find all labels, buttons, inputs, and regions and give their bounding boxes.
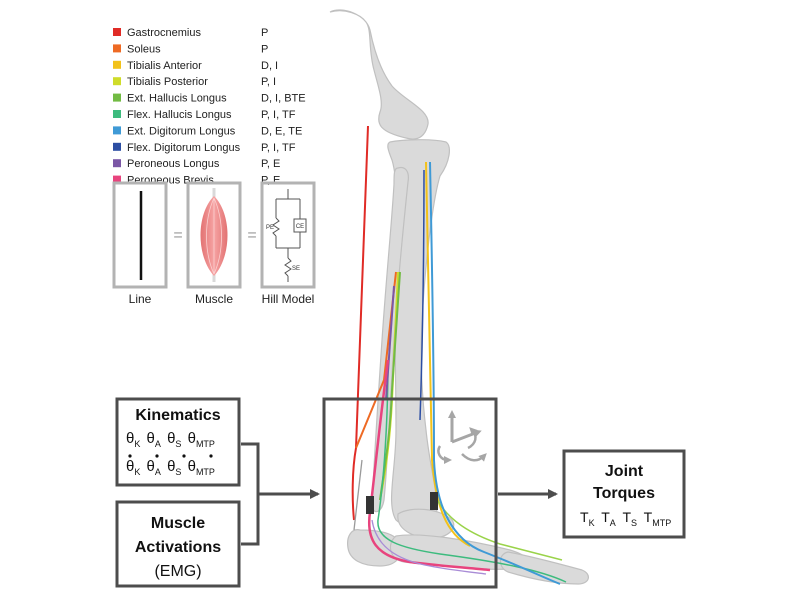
pe-label: PE [266,225,274,231]
legend-swatch [113,126,121,135]
se-label: SE [292,266,300,272]
model-frame [322,397,498,589]
legend-row: Flex. Digitorum Longus P, I, TF [113,142,296,154]
joint-angles: θK θA θS θMTP [126,430,215,451]
ext-hallucis-green-toe [435,497,563,561]
ext-digitorum-longus-line [429,161,561,585]
joint-velocities: θK θA θS θMTP [126,458,215,479]
input-connectors [241,442,320,546]
legend-muscle-name: Peroneous Longus [127,158,220,170]
legend-swatch [113,77,121,86]
flex-digitorum-longus-line [419,169,425,421]
activations-line-1: Muscle [151,515,205,532]
tibialis-anterior-line [425,161,471,547]
activations-line-2: Activations [135,539,221,556]
legend-row: Tibialis Posterior P, I [113,76,276,88]
torque-symbols: TK TA TS TMTP [580,509,671,529]
legend-muscle-roles: P [261,27,268,39]
legend-row: Peroneous Brevis P, E [113,175,280,187]
gastrocnemius-line [351,125,369,521]
muscle-lines [351,125,567,585]
line-panel: Line [112,181,168,306]
legend-muscle-name: Soleus [127,43,161,55]
legend-row: Tibialis Anterior D, I [113,60,278,72]
legend-muscle-name: Flex. Digitorum Longus [127,142,241,154]
muscle-panel: Muscle [186,181,242,306]
activations-line-3: (EMG) [154,563,201,580]
equals-sign-2: = [247,227,256,244]
legend-muscle-roles: D, I [261,60,278,72]
flex-hallucis-longus-line [377,359,567,583]
legend-muscle-roles: P, E [261,175,280,187]
legend-row: Gastrocnemius P [113,27,268,39]
coordinate-axes-icon [437,410,487,464]
ce-label: CE [296,224,304,230]
velocity-dots [128,454,213,458]
kinematics-title: Kinematics [135,407,220,424]
legend-swatch [113,110,121,118]
torques-title-2: Torques [593,485,655,502]
peroneous-brevis-line [367,359,491,572]
line-label: Line [129,292,152,306]
legend-muscle-name: Peroneous Brevis [127,175,214,187]
grey-achilles-line [353,459,363,531]
legend-row: Peroneous Longus P, E [113,158,280,170]
legend-swatch [113,28,121,36]
peroneous-longus-line [385,285,395,401]
femur [329,9,429,140]
legend-muscle-name: Ext. Digitorum Longus [127,125,236,137]
legend-swatch [113,60,121,69]
purple-foot-line [371,519,487,575]
legend-swatch [113,175,121,184]
legend-muscle-roles: P, I, TF [261,142,296,154]
talus [397,508,455,539]
kinematics-box: Kinematics θK θA θS θMTP θK θA θS θMTP [115,397,241,487]
legend-row: Ext. Hallucis Longus D, I, BTE [113,93,306,105]
legend-muscle-name: Ext. Hallucis Longus [127,93,227,105]
muscle-activations-box: Muscle Activations (EMG) [115,500,241,588]
legend-muscle-roles: P, I, TF [261,109,296,121]
legend-muscle-roles: D, I, BTE [261,93,306,105]
legend-muscle-roles: P, I [261,76,276,88]
legend-muscle-roles: D, E, TE [261,125,302,137]
legend-muscle-name: Tibialis Anterior [127,60,202,72]
legend-swatch [113,44,121,53]
ankle-marker-left [366,496,374,514]
legend-muscle-name: Flex. Hallucis Longus [127,109,232,121]
torques-title-1: Joint [605,463,644,480]
hill-model-panel: PE CE SE Hill Model [260,181,316,306]
muscle-label: Muscle [195,292,233,306]
legend-muscle-roles: P [261,43,268,55]
muscle-illustration [200,188,228,282]
legend-swatch [113,93,121,102]
joint-torques-box: Joint Torques TK TA TS TMTP [562,449,686,539]
hill-model-label: Hill Model [262,292,315,306]
legend-swatch [113,159,121,168]
ankle-marker-right [430,492,438,510]
phalanges [499,551,589,585]
legend-row: Flex. Hallucis Longus P, I, TF [113,109,296,121]
hill-model-circuit [272,189,307,282]
legend-muscle-roles: P, E [261,158,280,170]
legend-muscle-name: Gastrocnemius [127,27,201,39]
legend-muscle-name: Tibialis Posterior [127,76,208,88]
legend-swatch [113,142,121,151]
equals-sign-1: = [173,227,182,244]
legend-row: Ext. Digitorum Longus D, E, TE [113,125,302,137]
legend-row: Soleus P [113,43,268,55]
